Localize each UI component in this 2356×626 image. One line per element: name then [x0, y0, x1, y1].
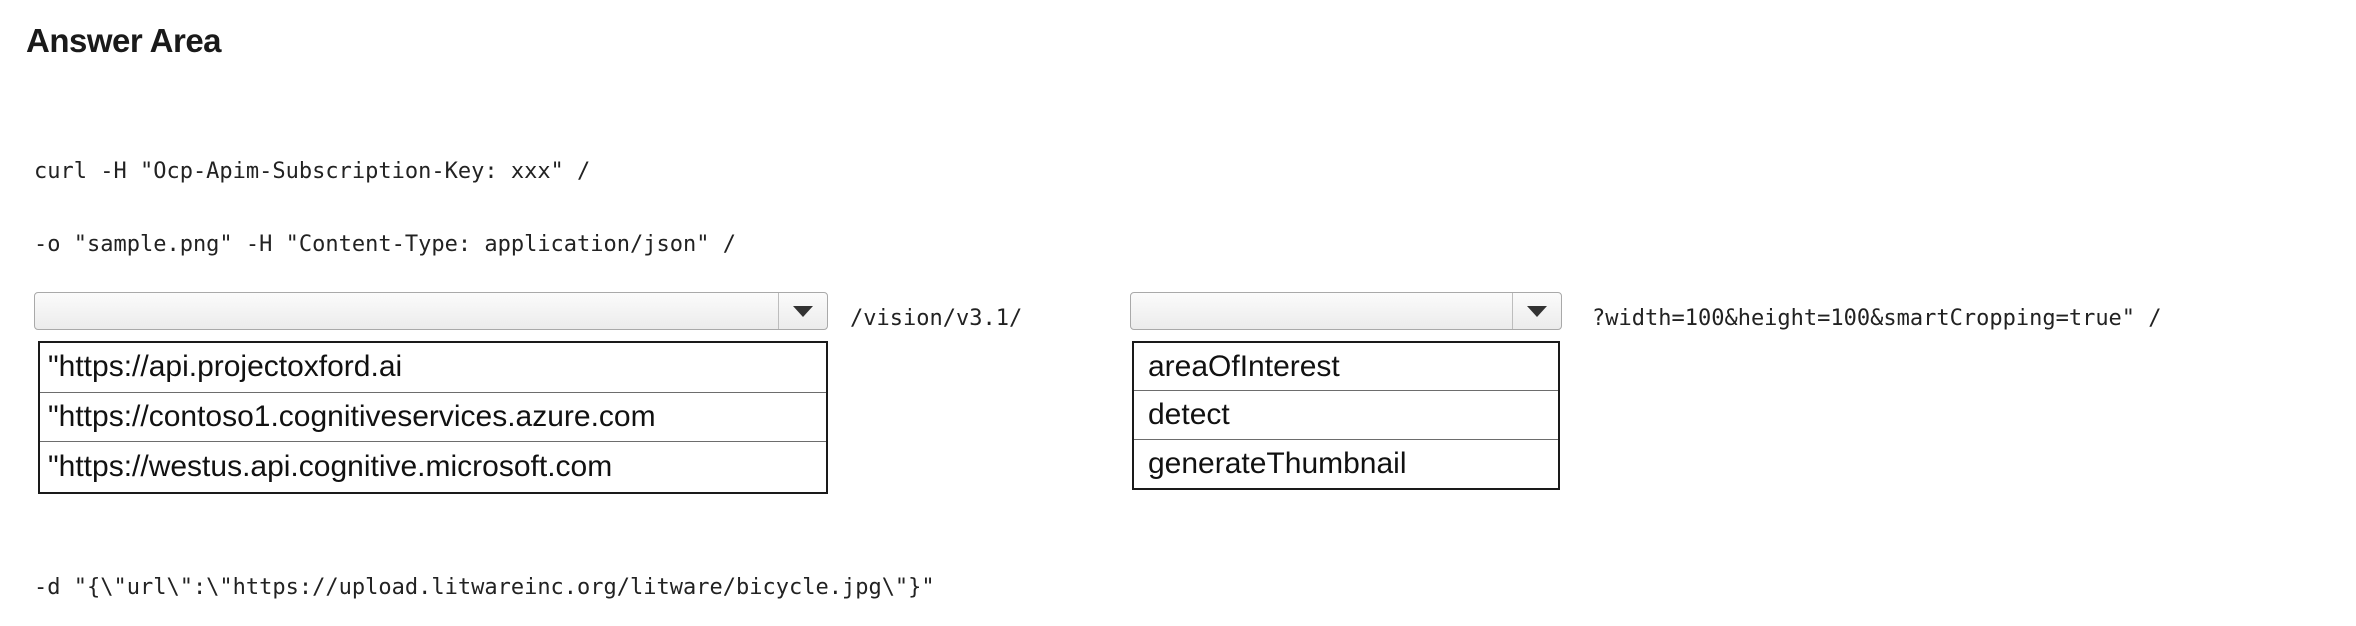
- operation-option[interactable]: generateThumbnail: [1148, 446, 1407, 480]
- endpoint-dropdown[interactable]: [34, 292, 828, 330]
- code-line-1: curl -H "Ocp-Apim-Subscription-Key: xxx"…: [34, 159, 591, 184]
- endpoint-option[interactable]: "https://westus.api.cognitive.microsoft.…: [48, 449, 613, 483]
- code-line-3: -d "{\"url\":\"https://upload.litwareinc…: [34, 575, 935, 600]
- operation-option[interactable]: detect: [1134, 391, 1558, 440]
- operation-dropdown[interactable]: [1130, 292, 1562, 330]
- code-line-2: -o "sample.png" -H "Content-Type: applic…: [34, 232, 736, 257]
- chevron-down-icon: [1527, 305, 1547, 317]
- operation-option[interactable]: areaOfInterest: [1134, 343, 1558, 392]
- operation-options-list: areaOfInterest detect generateThumbnail: [1132, 341, 1560, 490]
- endpoint-dropdown-toggle[interactable]: [778, 293, 827, 329]
- endpoint-option[interactable]: "https://contoso1.cognitiveservices.azur…: [40, 393, 826, 443]
- path-segment: /vision/v3.1/: [850, 306, 1023, 331]
- chevron-down-icon: [793, 305, 813, 317]
- page-title: Answer Area: [26, 22, 222, 59]
- endpoint-option[interactable]: "https://api.projectoxford.ai: [40, 343, 826, 393]
- operation-dropdown-toggle[interactable]: [1512, 293, 1561, 329]
- query-string-segment: ?width=100&height=100&smartCropping=true…: [1592, 306, 2162, 331]
- endpoint-options-list: "https://api.projectoxford.ai "https://c…: [38, 341, 828, 494]
